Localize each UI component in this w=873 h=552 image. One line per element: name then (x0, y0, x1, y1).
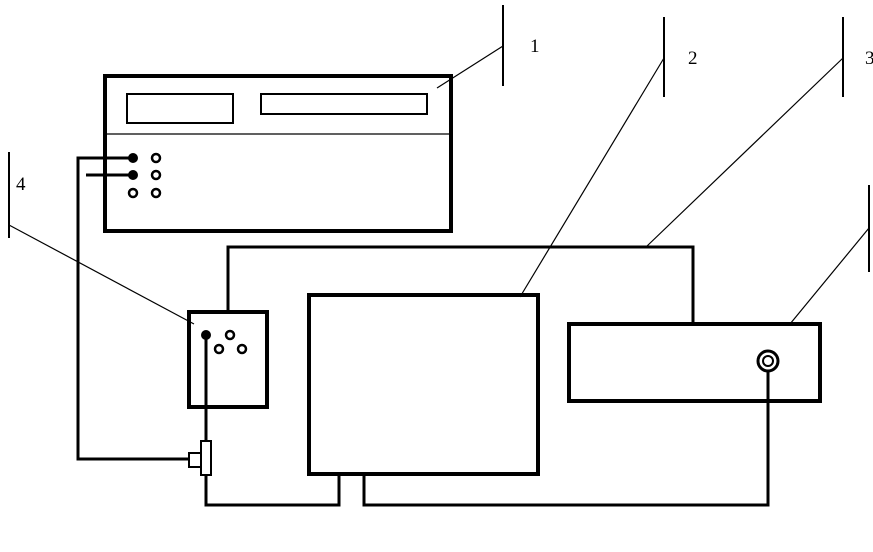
callout-3-leader (645, 57, 844, 248)
wire-chamber-to-device (362, 371, 770, 507)
label-4: 4 (16, 174, 26, 195)
junction-box-4 (187, 310, 269, 409)
wiring (76, 156, 770, 507)
callout-1-leader (436, 45, 504, 89)
callout-2-leader (519, 57, 665, 298)
junction-box-4-terminal (224, 329, 236, 341)
instrument-1 (103, 74, 453, 233)
chamber-2-body (307, 293, 540, 476)
instrument-1-display-wide (260, 93, 428, 115)
instrument-1-terminal (127, 187, 139, 199)
wire-tee-to-chamber (204, 474, 341, 507)
instrument-1-body (103, 74, 453, 233)
device-5-body (567, 322, 822, 403)
wire-loop-top (226, 245, 695, 324)
instrument-1-terminal (150, 169, 162, 181)
instrument-1-display-small (126, 93, 234, 124)
device-5-connector-inner (762, 355, 774, 367)
label-3: 3 (865, 48, 873, 69)
chamber-2 (307, 293, 540, 476)
instrument-1-terminal (150, 152, 162, 164)
tee-connector-body (200, 440, 212, 476)
junction-box-4-terminal (236, 343, 248, 355)
instrument-1-terminal (150, 187, 162, 199)
label-2: 2 (688, 48, 698, 69)
junction-box-4-body (187, 310, 269, 409)
callout-5-leader (789, 227, 870, 325)
callout-4-leader (8, 224, 195, 325)
label-1: 1 (530, 36, 540, 57)
callouts (8, 5, 870, 325)
junction-box-4-terminal (213, 343, 225, 355)
device-5 (567, 322, 822, 403)
wire-instrument-upper (76, 156, 190, 461)
